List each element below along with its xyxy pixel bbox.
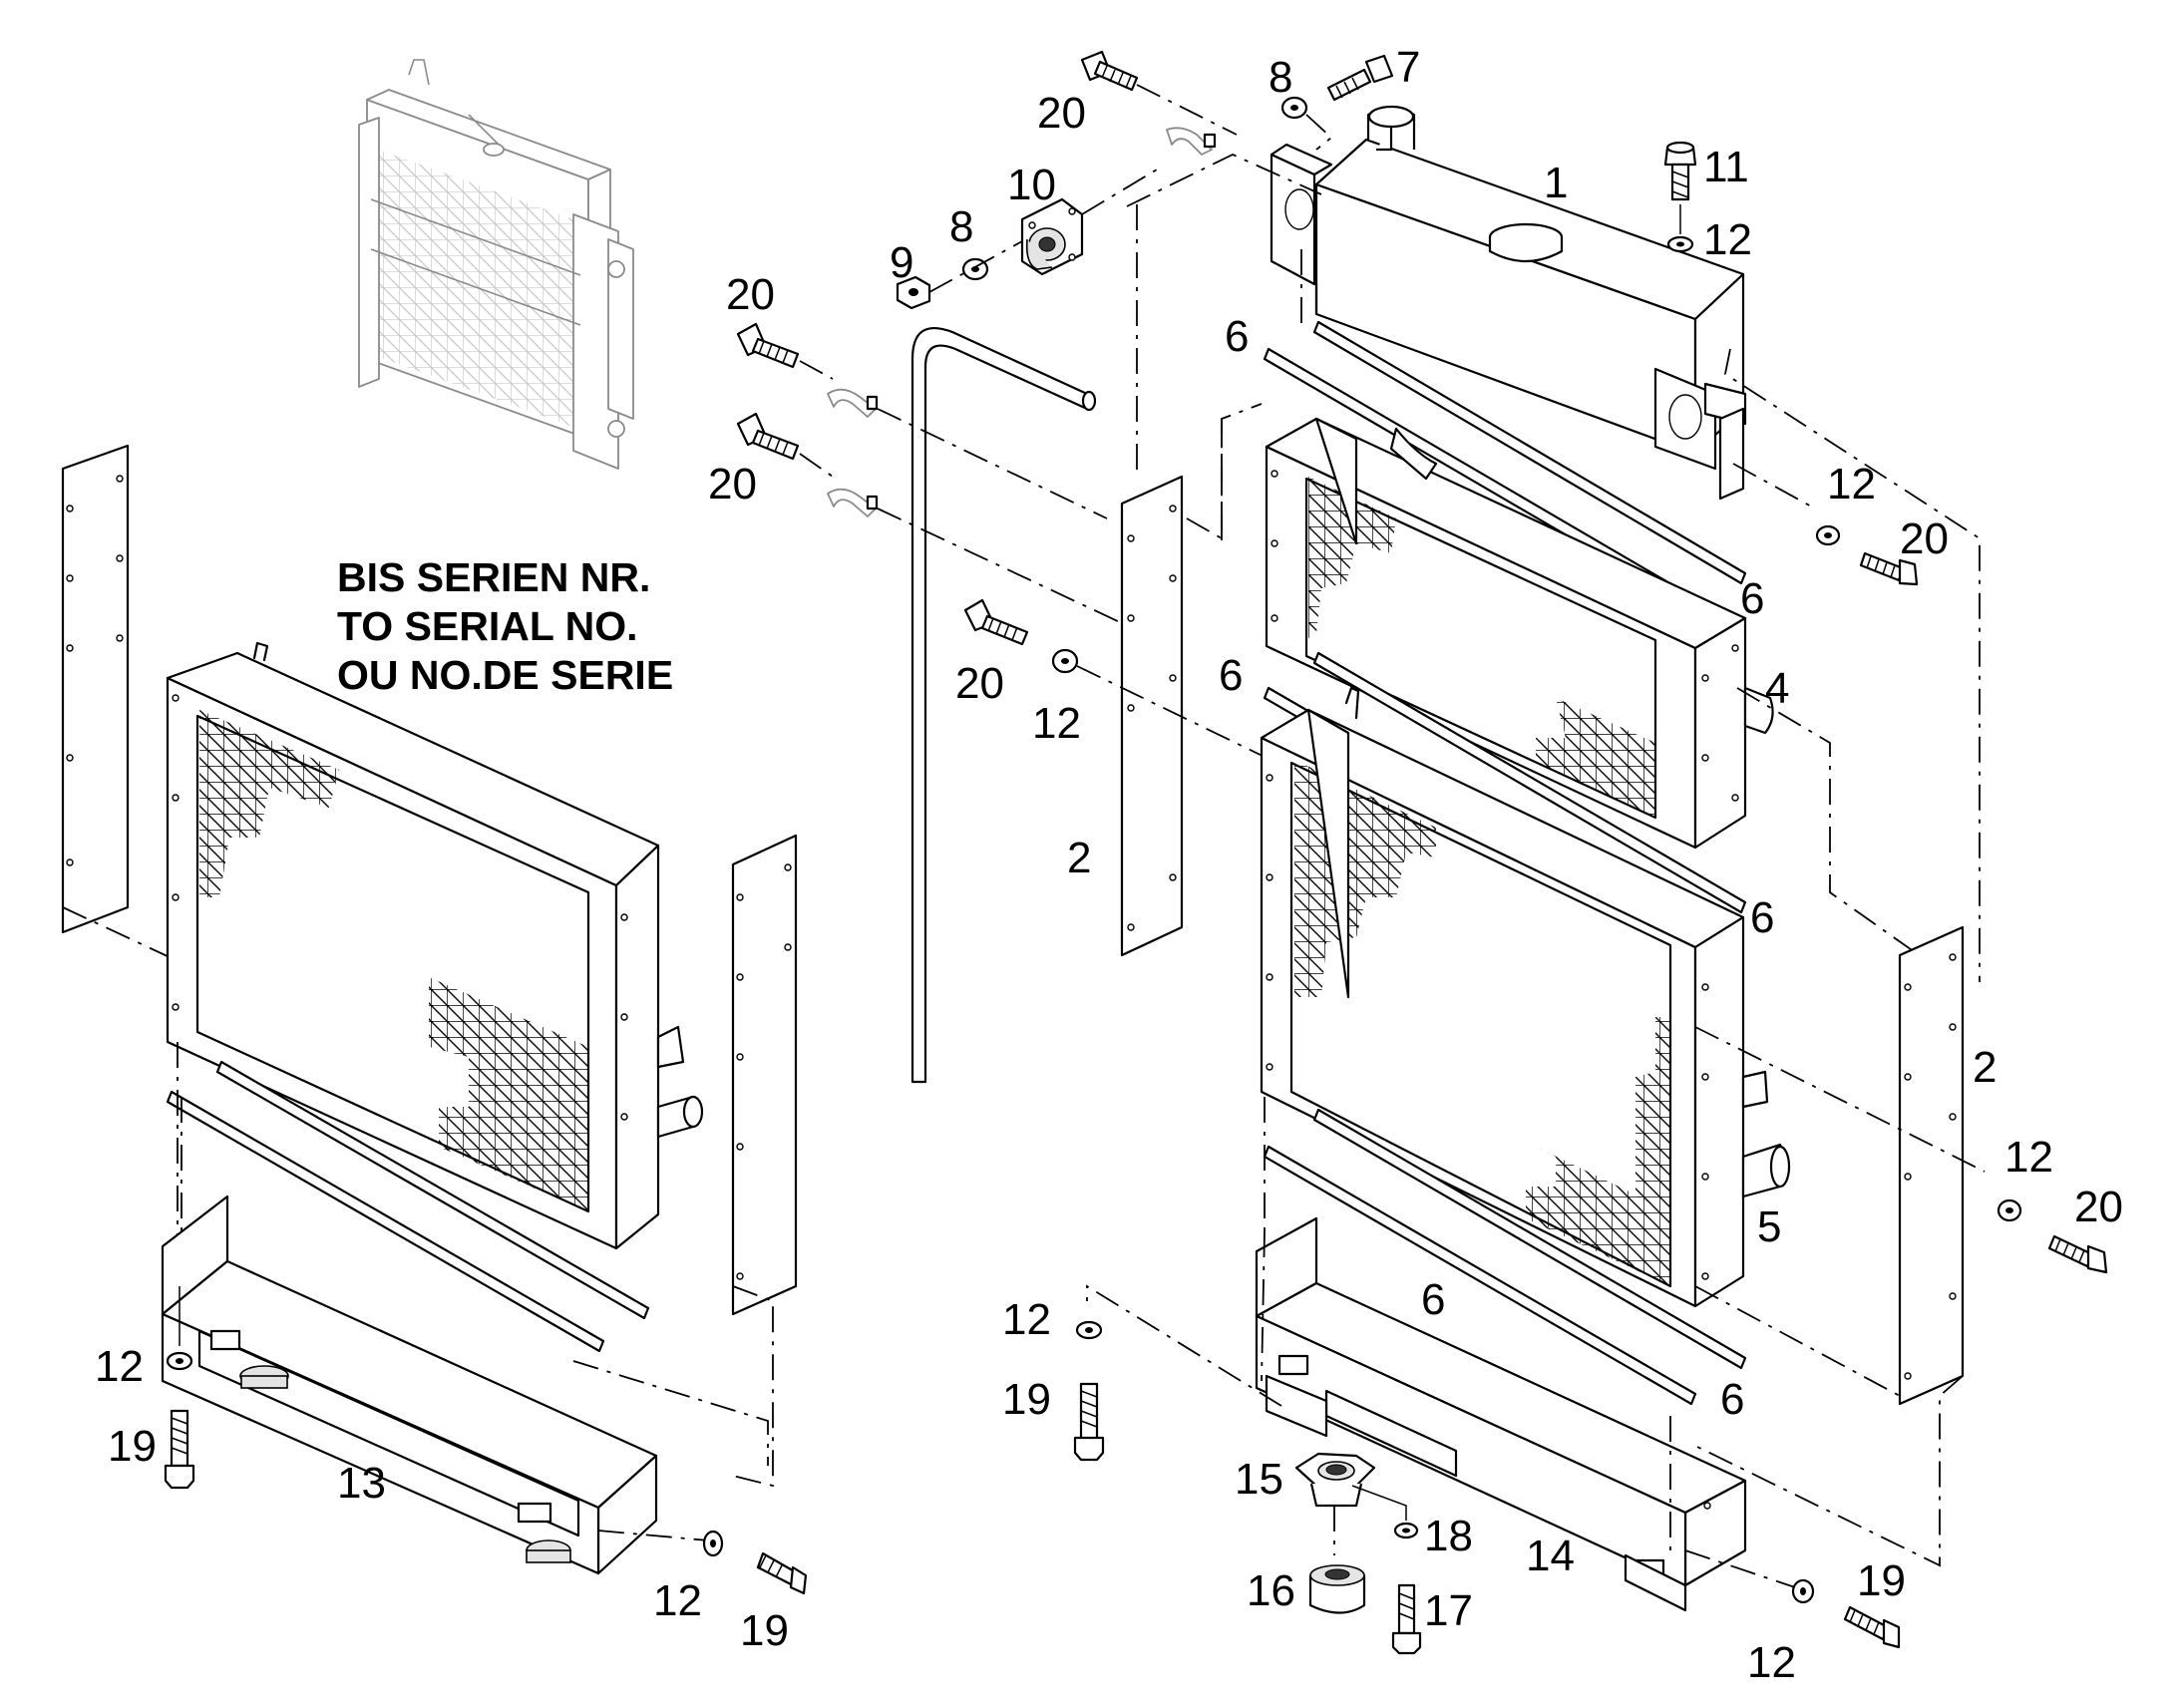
callout-16: 16 <box>1247 1566 1295 1615</box>
callout-19-left-tray: 19 <box>740 1606 789 1655</box>
main-radiator <box>1260 708 1791 1308</box>
right-bolt-19-left-tray <box>597 1530 808 1595</box>
bolt-20-right-upper <box>1732 463 1919 586</box>
callout-19-tray-left: 19 <box>1002 1375 1051 1424</box>
bolt-7 <box>1305 54 1394 151</box>
washer-8-top <box>1280 96 1308 120</box>
callout-20-left-upper: 20 <box>726 270 775 319</box>
seal-strips-lower <box>1263 1108 1747 1406</box>
oil-cooler <box>1265 417 1774 850</box>
callout-20-right-lower: 20 <box>2074 1183 2123 1231</box>
bolt-20-left-upper <box>736 322 1108 519</box>
callout-6-d: 6 <box>1750 893 1774 942</box>
bolt-20-left-lower <box>736 412 1123 624</box>
hose-clamp-top <box>1166 127 1217 156</box>
callout-10: 10 <box>1007 161 1056 209</box>
bolt-20-middle <box>963 598 1268 759</box>
callout-6-f: 6 <box>1720 1375 1744 1424</box>
callout-12-far-left: 12 <box>95 1342 144 1391</box>
callout-1: 1 <box>1544 159 1568 207</box>
callout-6-e: 6 <box>1421 1275 1445 1324</box>
callout-18: 18 <box>1424 1512 1473 1560</box>
callout-8-top: 8 <box>1269 53 1292 102</box>
banner-line-german: BIS SERIEN NR. <box>337 554 650 600</box>
right-bottom-tray <box>1255 1216 1747 1612</box>
callout-12-tray-left: 12 <box>1002 1295 1051 1344</box>
left-seal-strips <box>166 1060 650 1353</box>
callout-20-left-lower: 20 <box>708 460 757 509</box>
overflow-hose <box>910 327 1097 1084</box>
callout-12-right-upper: 12 <box>1827 460 1876 509</box>
callout-8-mid: 8 <box>949 202 973 251</box>
callout-15: 15 <box>1235 1455 1283 1504</box>
side-plate-left <box>1120 475 1184 957</box>
callout-6-b: 6 <box>1740 574 1764 623</box>
washer-18-bolt-17 <box>1391 1522 1422 1655</box>
callout-6-a: 6 <box>1225 312 1249 361</box>
header-tank <box>1270 105 1747 501</box>
callout-9: 9 <box>890 238 913 287</box>
left-radiator-core <box>166 641 704 1250</box>
left-bottom-tray <box>161 1195 658 1575</box>
callout-2-left: 2 <box>1067 834 1091 882</box>
callout-5: 5 <box>1757 1202 1781 1251</box>
callout-20-middle: 20 <box>955 659 1004 708</box>
callout-17: 17 <box>1424 1586 1473 1635</box>
callout-14: 14 <box>1526 1532 1575 1580</box>
left-bolt-19 <box>164 1286 195 1490</box>
bolt-20-right-lower <box>1997 1198 2108 1274</box>
rubber-mount <box>1294 1452 1407 1614</box>
callout-19-bottom-right: 19 <box>1857 1556 1906 1605</box>
callout-13: 13 <box>337 1459 386 1508</box>
callout-7: 7 <box>1396 43 1420 92</box>
banner-line-english: TO SERIAL NO. <box>337 603 637 649</box>
callout-12-left-tray: 12 <box>653 1576 702 1625</box>
bolt-11 <box>1663 141 1697 253</box>
seal-strips-upper <box>1263 320 1747 610</box>
side-plate-right <box>1898 925 1965 1406</box>
callout-20-right-upper: 20 <box>1900 514 1949 563</box>
callout-12-middle: 12 <box>1032 699 1081 748</box>
callout-12-right-lower: 12 <box>2004 1133 2053 1182</box>
callout-12-bottom-right: 12 <box>1747 1638 1796 1687</box>
banner-line-french: OU NO.DE SERIE <box>337 652 673 698</box>
left-side-plate-rear <box>61 444 130 934</box>
callout-12-top: 12 <box>1703 215 1752 264</box>
callout-20-top: 20 <box>1037 89 1086 138</box>
callout-19-far-left: 19 <box>108 1422 157 1471</box>
thermostat-housing <box>1020 169 1158 276</box>
callout-11: 11 <box>1703 143 1749 191</box>
nut-9 <box>896 240 1023 310</box>
bolt-19-right-tray-left <box>1073 1320 1105 1462</box>
bolt-20-top <box>1080 50 1238 136</box>
left-side-plate-front <box>731 834 798 1316</box>
callout-4: 4 <box>1765 664 1789 713</box>
callout-6-c: 6 <box>1219 651 1243 700</box>
callout-2-right: 2 <box>1973 1043 1997 1092</box>
bolt-19-right-tray-right <box>1684 1549 1901 1649</box>
ghost-radiator-assembly <box>358 59 634 470</box>
